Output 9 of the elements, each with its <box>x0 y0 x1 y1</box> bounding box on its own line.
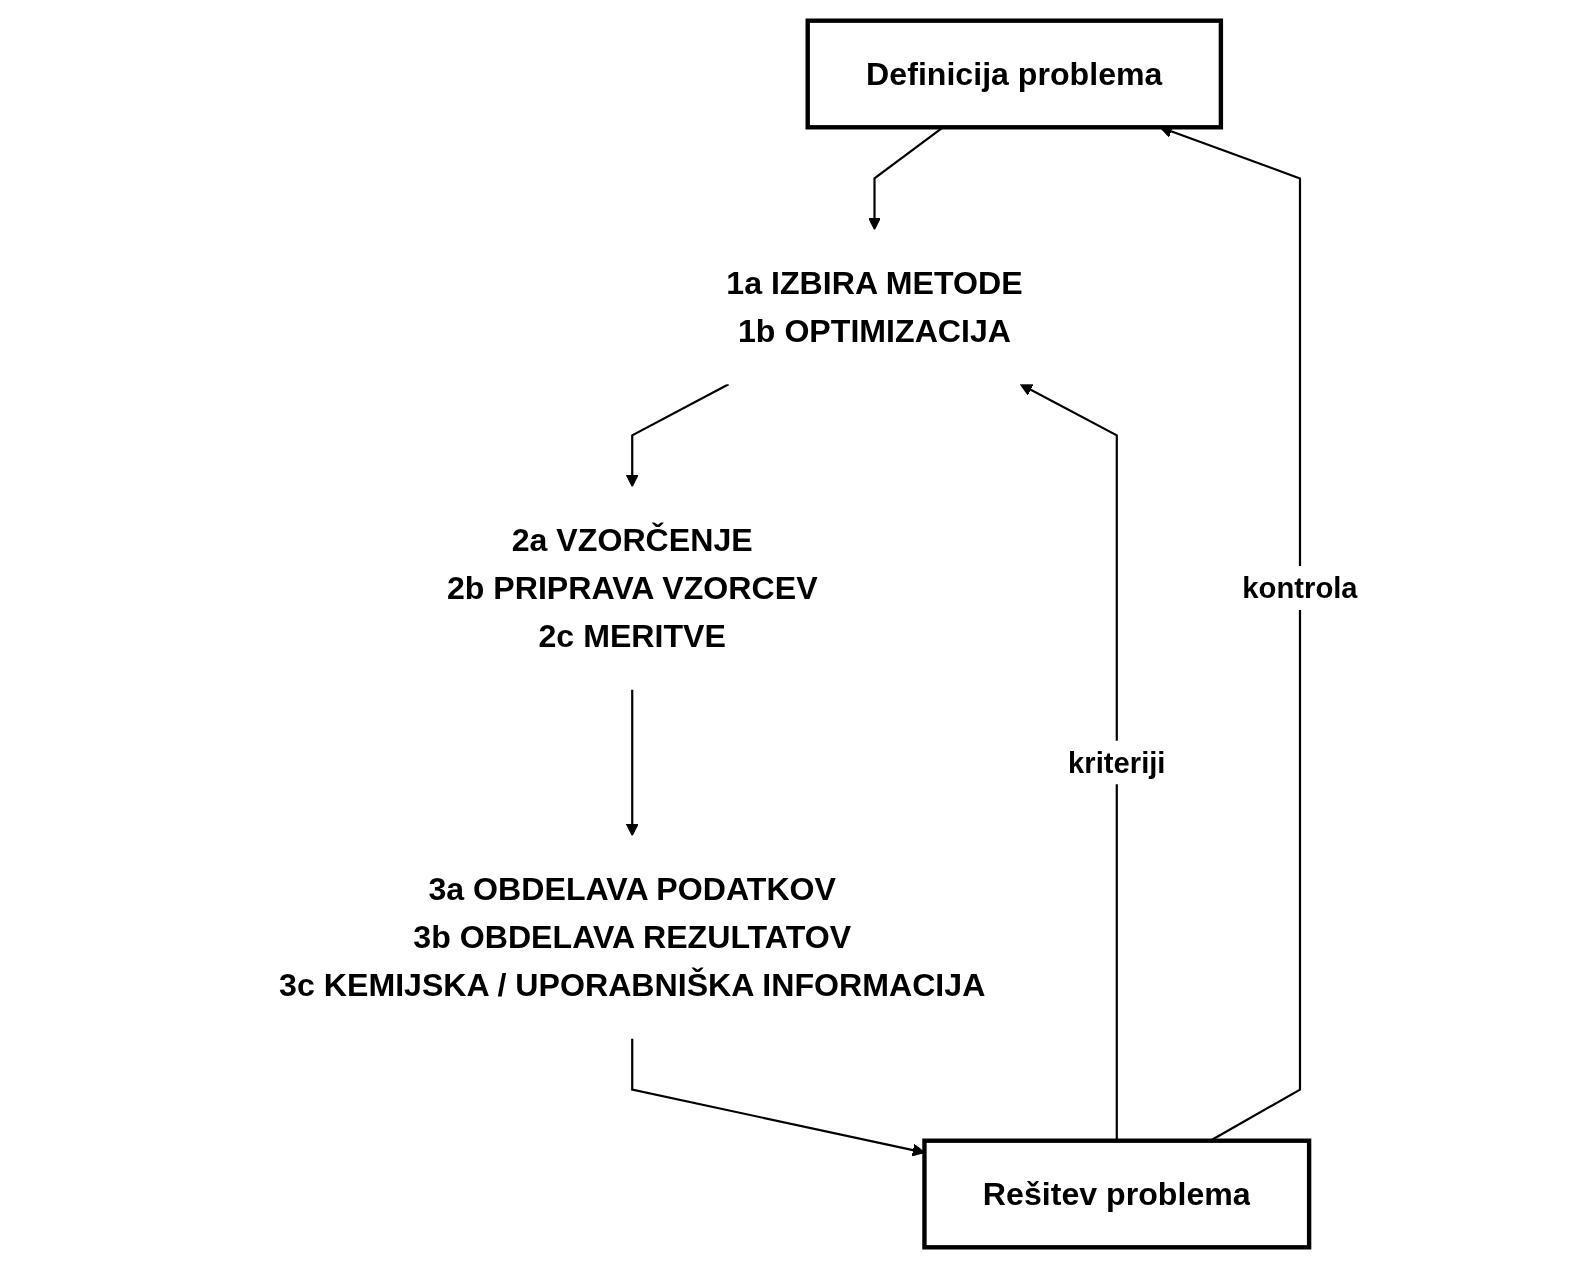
arrow <box>626 382 730 487</box>
node-text: 3a OBDELAVA PODATKOV 3b OBDELAVA REZULTATOV 3c KEMIJSKA / UPORABNIŠKA INFORMACIJA <box>279 870 986 1003</box>
node-text: 1a IZBIRA METODE 1b OPTIMIZACIJA <box>726 264 1024 349</box>
node-box: Definicija problema <box>805 18 1224 129</box>
node-text: 2a VZORČENJE 2b PRIPRAVA VZORCEV 2c MERITVE <box>447 521 818 654</box>
edge-label: kriteriji <box>1068 745 1166 779</box>
arrow <box>626 689 639 836</box>
edge-label: kontrola <box>1242 571 1358 604</box>
node-box: Rešitev problema <box>922 1138 1312 1249</box>
